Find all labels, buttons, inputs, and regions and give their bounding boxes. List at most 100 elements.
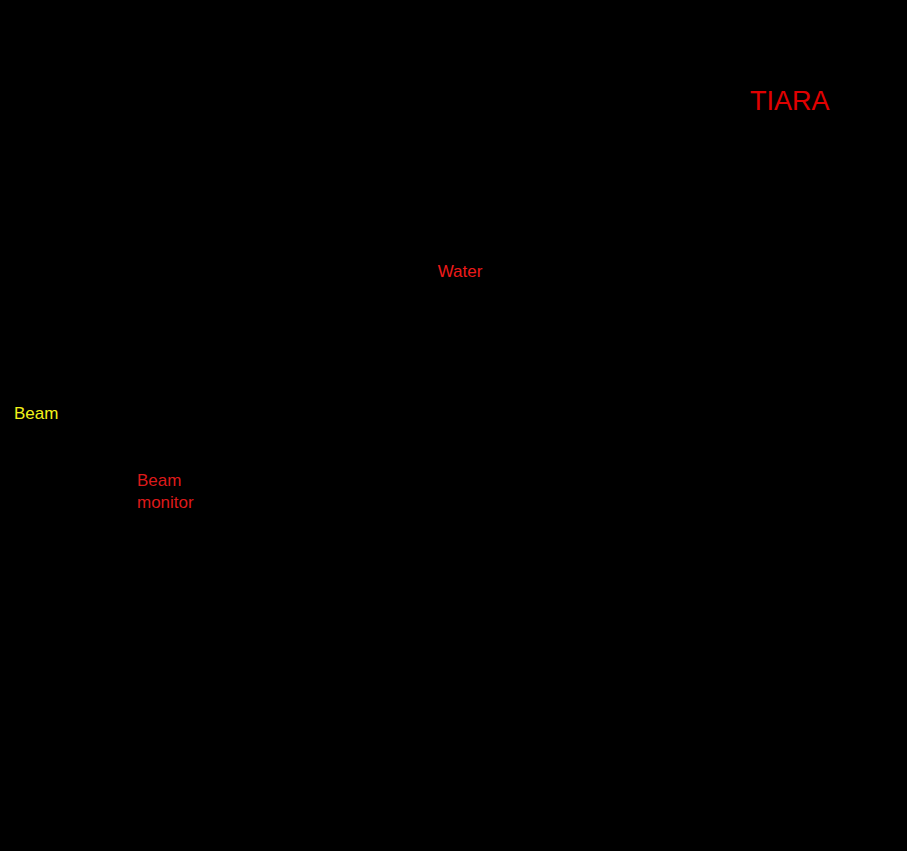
cube-side (456, 741, 496, 748)
cube-side (749, 636, 781, 665)
cube-side (223, 103, 258, 127)
cube-face (749, 617, 797, 665)
detector-title: TIARA (750, 84, 830, 119)
cube-side (461, 6, 470, 47)
cube-side (622, 531, 661, 544)
detector-cube (206, 74, 258, 127)
cube-side (545, 208, 553, 249)
cube-face (374, 433, 408, 467)
cube-face (155, 326, 193, 364)
cube-face (592, 560, 629, 597)
cube-side (261, 457, 267, 498)
cube-side (379, 132, 390, 173)
cube-side (802, 199, 830, 232)
cube-face (456, 748, 490, 782)
detector-cube (46, 456, 89, 500)
cube-side (316, 827, 355, 843)
cube-face (290, 120, 333, 163)
detector-cube (70, 236, 122, 289)
cube-side (696, 246, 714, 285)
cube-side (672, 105, 692, 143)
cube-side (625, 553, 634, 594)
cube-side (511, 240, 551, 249)
cube-side (696, 234, 734, 253)
cube-side (196, 677, 231, 701)
cube-side (290, 113, 328, 131)
cube-side (242, 642, 281, 656)
cube-face (346, 134, 384, 172)
cube-side (188, 319, 199, 360)
cube-side (179, 706, 214, 730)
node-label: Water (275, 262, 645, 282)
cube-side (838, 409, 844, 450)
cube-side (208, 694, 231, 730)
cube-side (872, 409, 878, 450)
cube-side (728, 391, 768, 400)
cube-face (46, 463, 83, 500)
detector-cube (616, 531, 661, 577)
cube-side (490, 741, 496, 782)
cube-side (346, 127, 357, 168)
cube-face (261, 464, 295, 498)
cube-side (428, 3, 437, 44)
detector-cube (290, 113, 339, 163)
detector-cube (728, 357, 770, 400)
cube-side (436, 670, 443, 711)
cube-side (79, 456, 88, 497)
cube-side (374, 460, 414, 467)
detector-cube (428, 3, 471, 47)
cube-side (592, 556, 601, 597)
cube-side (570, 53, 609, 67)
cube-side (798, 177, 830, 206)
cube-face (838, 416, 872, 450)
cube-side (730, 357, 770, 366)
cube-side (771, 610, 803, 639)
cube-side (129, 296, 139, 337)
cube-side (290, 123, 307, 162)
detector-cube (511, 206, 553, 249)
cube-face (776, 184, 824, 232)
cube-side (806, 536, 825, 575)
cube-side (456, 775, 496, 782)
cube-side (428, 36, 468, 46)
cube-face (616, 538, 655, 577)
cube-side (116, 610, 150, 637)
cube-side (46, 456, 86, 466)
cube-side (775, 632, 803, 665)
cube-face (179, 684, 225, 730)
detector-cube (641, 90, 692, 142)
detector-cube (749, 610, 803, 665)
cube-side (650, 537, 662, 577)
cube-side (616, 531, 628, 571)
cube-side (535, 786, 575, 798)
cube-side (261, 491, 301, 498)
cube-face (641, 97, 686, 142)
cube-side (70, 266, 106, 289)
cube-face (70, 243, 116, 289)
cube-side (235, 616, 248, 656)
cube-side (96, 638, 130, 665)
cube-face (728, 364, 764, 400)
cube-side (762, 359, 770, 400)
cube-face (511, 213, 547, 249)
detector-cube (838, 409, 878, 450)
detector-cube (235, 609, 281, 656)
cube-side (838, 409, 878, 416)
detector-cube (563, 53, 609, 100)
cube-side (261, 457, 301, 464)
cube-face (402, 675, 437, 710)
cube-side (374, 426, 380, 467)
beam-monitor-label: Beam monitor (137, 470, 215, 514)
cube-side (179, 677, 202, 713)
cube-side (819, 554, 857, 574)
cube-side (49, 489, 89, 499)
cube-side (837, 523, 856, 562)
cube-side (86, 236, 122, 259)
detector-cube (179, 677, 231, 730)
detector-cube (261, 457, 301, 498)
cube-side (728, 357, 736, 398)
water-sphere: Water (275, 248, 645, 618)
cube-side (596, 60, 609, 100)
beam-monitor-mark (159, 407, 161, 458)
